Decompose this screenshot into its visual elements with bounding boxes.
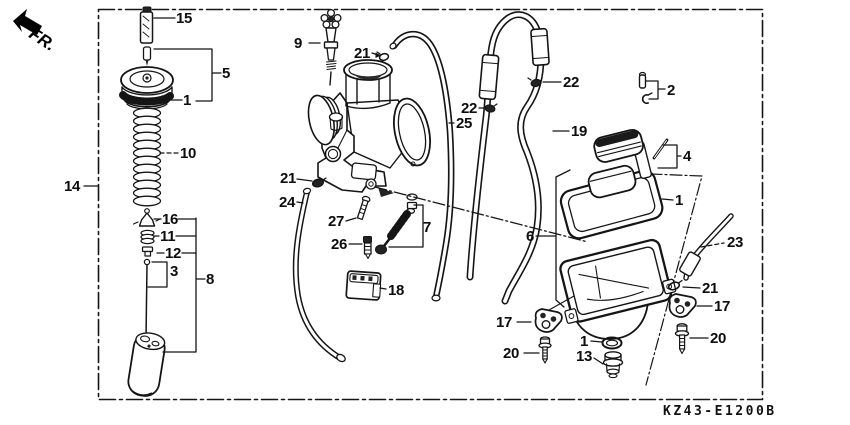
drain-plug-part13 <box>602 351 624 379</box>
part-label-23-26: 23 <box>727 234 744 251</box>
part-label-15-0: 15 <box>176 10 193 27</box>
bowl-plate-part17-left <box>534 295 575 333</box>
screw-part20-left <box>538 336 552 364</box>
assembly-axis-line-right <box>645 173 703 386</box>
air-vent-hose-part19 <box>466 11 550 305</box>
needle-clip-part16 <box>132 208 161 227</box>
part-label-1-32: 1 <box>580 333 589 350</box>
fr-arrow-icon <box>13 9 42 35</box>
slow-jet-part26 <box>363 236 372 260</box>
part-label-4-23: 4 <box>683 148 692 165</box>
part-label-7-16: 7 <box>423 219 432 236</box>
chamber-cover-part18 <box>345 270 382 301</box>
part-label-1-2: 1 <box>183 92 192 109</box>
part-label-18-17: 18 <box>388 282 405 299</box>
carburetor-body <box>307 59 431 197</box>
part-label-24-13: 24 <box>279 194 296 211</box>
part-label-13-33: 13 <box>576 348 593 365</box>
part-label-12-7: 12 <box>165 245 182 262</box>
part-label-21-11: 21 <box>354 45 371 62</box>
jet-needle-part3 <box>143 258 151 339</box>
hose-clip-part21-left <box>311 177 327 188</box>
part-label-27-14: 27 <box>328 213 345 230</box>
part-label-20-31: 20 <box>503 345 520 362</box>
part-label-21-27: 21 <box>702 280 719 297</box>
part-label-9-10: 9 <box>294 35 303 52</box>
part-label-11-6: 11 <box>160 228 176 245</box>
throttle-stop-screw-part27 <box>356 195 371 221</box>
part-label-17-28: 17 <box>714 298 731 315</box>
leader-lines <box>83 17 725 365</box>
part-label-8-9: 8 <box>206 271 215 288</box>
part-label-6-25: 6 <box>526 228 535 245</box>
carburetor-top-cap <box>119 66 175 106</box>
throttle-slide-part8 <box>127 332 166 397</box>
frame-border <box>97 8 764 401</box>
part-label-26-15: 26 <box>331 236 348 253</box>
hose-clamp-part22-right <box>527 77 542 88</box>
part-label-19-22: 19 <box>571 123 588 140</box>
vent-tube-part23 <box>679 213 734 281</box>
part-label-3-8: 3 <box>170 263 179 280</box>
drawing-code: KZ43-E1200B <box>663 404 777 419</box>
cable-adjuster-part15 <box>139 6 154 44</box>
spring-seat-part11 <box>140 229 155 245</box>
pin-clip-set-part2 <box>638 71 653 105</box>
part-label-2-21: 2 <box>667 82 676 99</box>
part-label-25-19: 25 <box>456 115 473 132</box>
part-label-1-24: 1 <box>675 192 684 209</box>
bowl-plate-part17-right <box>668 293 697 318</box>
cable-spring-set-part7 <box>375 193 418 255</box>
tube-clip-part21-bowl <box>667 279 683 291</box>
float-bowl-part6 <box>559 238 677 324</box>
compression-spring-part10 <box>132 107 162 207</box>
float-set-part4 <box>587 129 669 199</box>
screw-part20-right <box>674 323 690 355</box>
part-label-17-30: 17 <box>496 314 513 331</box>
part-label-21-12: 21 <box>280 170 297 187</box>
drain-tube-part24 <box>292 187 346 363</box>
part-label-20-29: 20 <box>710 330 727 347</box>
air-screw-part9 <box>320 8 342 86</box>
assembly-axis-line <box>374 186 589 243</box>
part-label-10-3: 10 <box>180 145 197 162</box>
part-label-14-4: 14 <box>64 178 81 195</box>
part-label-16-5: 16 <box>162 211 179 228</box>
part-label-22-18: 22 <box>461 100 478 117</box>
part-label-22-20: 22 <box>563 74 580 91</box>
o-ring-part1 <box>601 336 623 350</box>
hose-clip-part21-top <box>376 51 390 62</box>
needle-holder-part12 <box>141 246 154 257</box>
overflow-hose-part25 <box>389 30 455 302</box>
part-label-5-1: 5 <box>222 65 231 82</box>
